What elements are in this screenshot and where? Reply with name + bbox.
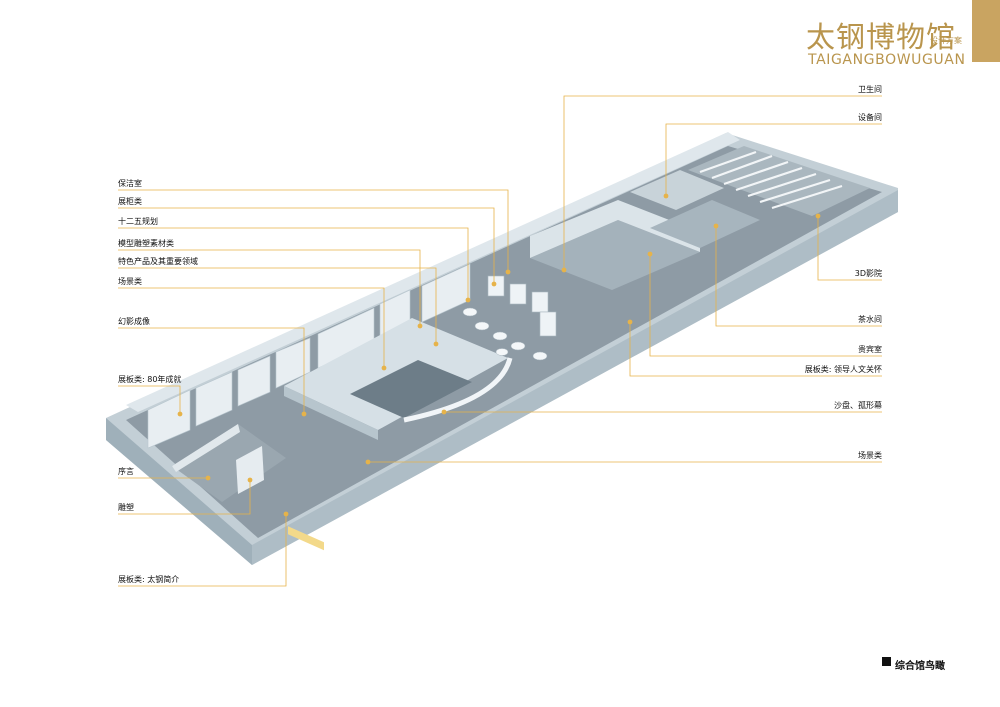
- label-3d-cinema: 3D影院: [854, 269, 882, 278]
- label-equipment-room: 设备间: [858, 113, 882, 122]
- label-restroom: 卫生间: [858, 85, 882, 94]
- sand-table-model: [350, 360, 472, 418]
- label-sculpture: 雕塑: [118, 503, 134, 512]
- label-phantom-imaging: 幻影成像: [118, 317, 150, 326]
- back-wall-band: [126, 132, 740, 412]
- entrance-room-walls: [172, 424, 240, 472]
- cinema-hall: [688, 146, 870, 216]
- brand-romanized: TAIGANGBOWUGUAN: [808, 52, 966, 68]
- corner-accent-tab: [972, 0, 1000, 62]
- label-vip-room: 贵宾室: [858, 345, 882, 354]
- label-tea-room: 茶水间: [858, 315, 882, 324]
- label-leader-care: 展板类: 领导人文关怀: [804, 365, 882, 374]
- central-hall-front: [284, 386, 378, 440]
- view-title-marker: [882, 657, 891, 666]
- label-taigang-intro: 展板类: 太钢简介: [118, 575, 180, 584]
- building-front-face: [252, 190, 898, 565]
- leader-lines: [118, 95, 882, 587]
- cinema-seating-rows: [699, 150, 843, 210]
- entrance-room: [172, 424, 286, 502]
- preface-wall: [236, 446, 264, 494]
- label-cleaning-room: 保洁室: [118, 179, 142, 188]
- leader-dots: [177, 193, 821, 517]
- label-five-year-plan: 十二五规划: [118, 217, 158, 226]
- brand-title: 太钢博物馆: [806, 20, 957, 54]
- label-featured-products: 特色产品及其重要领域: [118, 257, 198, 266]
- phantom-imaging-light: [288, 526, 324, 551]
- brand-subtitle: 设计方案: [930, 36, 962, 45]
- label-scene-left: 场景类: [118, 277, 142, 286]
- round-display-tables: [462, 307, 548, 361]
- service-rooms: [630, 170, 724, 210]
- tea-room-block: [650, 200, 760, 248]
- view-title: 综合馆鸟瞰: [895, 661, 945, 672]
- curved-screen: [403, 357, 513, 423]
- label-sand-table-screen: 沙盘、孤形幕: [834, 401, 882, 410]
- label-display-cabinets: 展柜类: [118, 197, 142, 206]
- label-scene-right: 场景类: [858, 451, 882, 460]
- wall-display-panels: [147, 263, 471, 449]
- building-side-face: [106, 418, 252, 565]
- display-cabinets: [487, 275, 557, 337]
- label-model-sculpture: 模型雕塑素材类: [118, 239, 174, 248]
- label-80-years-achievements: 展板类: 80年成就: [118, 375, 182, 384]
- label-preface: 序言: [118, 467, 134, 476]
- vip-room-block: [530, 220, 700, 290]
